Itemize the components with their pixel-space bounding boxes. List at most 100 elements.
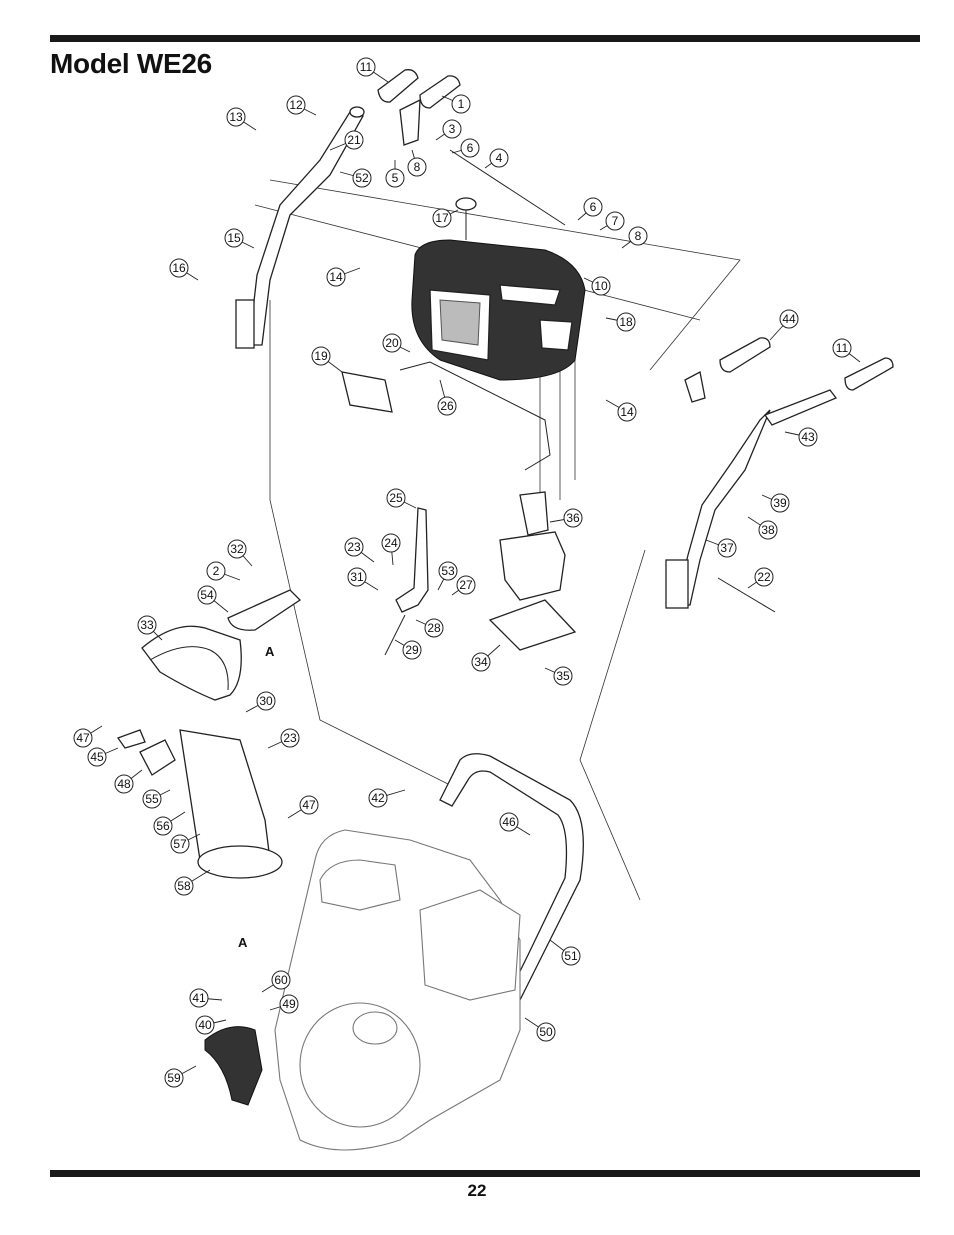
callout-circle	[605, 211, 625, 231]
callout-52: 52	[339, 168, 372, 188]
callout-59: 59	[164, 1065, 197, 1088]
callout-label: 21	[347, 133, 361, 147]
callout-16: 16	[169, 258, 199, 281]
callout-circle	[227, 539, 247, 559]
callout-label: 26	[440, 399, 454, 413]
callout-49: 49	[269, 994, 299, 1014]
control-levers	[399, 98, 706, 403]
callout-circle	[561, 946, 581, 966]
callout-circle	[402, 640, 422, 660]
callout-25: 25	[386, 488, 417, 509]
callout-47: 47	[287, 795, 319, 819]
reference-letter-a: A	[238, 935, 248, 950]
callout-circle	[617, 402, 637, 422]
callout-label: 48	[117, 777, 131, 791]
callout-circle	[553, 666, 573, 686]
callout-circle	[407, 157, 427, 177]
callout-circle	[226, 107, 246, 127]
callout-circle	[153, 816, 173, 836]
chute-base-58	[179, 729, 283, 879]
top-rule	[50, 35, 920, 42]
callout-circle	[499, 812, 519, 832]
callout-circle	[616, 312, 636, 332]
callout-circle	[382, 333, 402, 353]
callout-60: 60	[261, 970, 291, 993]
callout-7: 7	[599, 211, 625, 231]
callout-circle	[471, 652, 491, 672]
callout-circle	[356, 57, 376, 77]
callout-circle	[386, 488, 406, 508]
callout-label: 19	[314, 349, 328, 363]
callout-6: 6	[451, 138, 480, 158]
callout-label: 13	[229, 110, 243, 124]
callout-circle	[279, 994, 299, 1014]
callout-58: 58	[174, 869, 211, 896]
callout-label: 36	[566, 511, 580, 525]
callout-56: 56	[153, 811, 186, 836]
callout-label: 52	[355, 171, 369, 185]
callout-label: 5	[392, 171, 399, 185]
callout-circle	[73, 728, 93, 748]
callout-circle	[456, 575, 476, 595]
callout-23: 23	[267, 728, 300, 749]
bottom-rule	[50, 1170, 920, 1177]
callout-42: 42	[368, 788, 406, 808]
callout-label: 35	[556, 669, 570, 683]
callout-label: 49	[282, 997, 296, 1011]
callout-label: 23	[283, 731, 297, 745]
callout-circle	[164, 1068, 184, 1088]
callout-43: 43	[784, 427, 818, 447]
shift-bracket-25	[395, 507, 429, 613]
callout-label: 27	[459, 578, 473, 592]
callout-circle	[451, 94, 471, 114]
callout-label: 44	[782, 312, 796, 326]
callout-label: 59	[167, 1071, 181, 1085]
callout-label: 1	[458, 97, 465, 111]
callout-label: 56	[156, 819, 170, 833]
callout-11: 11	[832, 338, 861, 363]
callout-circle	[206, 561, 226, 581]
cable-29	[384, 614, 406, 656]
callout-label: 22	[757, 570, 771, 584]
callout-circle	[536, 1022, 556, 1042]
callout-circle	[280, 728, 300, 748]
callout-1: 1	[441, 94, 471, 114]
callout-label: 45	[90, 750, 104, 764]
callout-label: 8	[414, 160, 421, 174]
callout-27: 27	[451, 575, 476, 596]
callout-label: 14	[329, 270, 343, 284]
callout-circle	[770, 493, 790, 513]
callout-label: 47	[76, 731, 90, 745]
callout-29: 29	[394, 639, 422, 660]
callout-circle	[798, 427, 818, 447]
callout-circle	[195, 1015, 215, 1035]
callout-21: 21	[329, 130, 364, 151]
callout-label: 2	[213, 564, 220, 578]
chute-rod-26	[399, 361, 551, 471]
callout-circle	[87, 747, 107, 767]
callout-14: 14	[326, 267, 361, 287]
callout-label: 3	[449, 122, 456, 136]
callout-2: 2	[206, 561, 241, 581]
callout-label: 53	[441, 564, 455, 578]
callout-circle	[754, 567, 774, 587]
callout-8: 8	[621, 226, 648, 249]
engine-assembly	[274, 829, 521, 1151]
callout-23: 23	[344, 537, 375, 563]
callout-12: 12	[286, 95, 317, 116]
rod-22	[717, 577, 776, 613]
callout-circle	[352, 168, 372, 188]
callout-circle	[779, 309, 799, 329]
callout-37: 37	[705, 538, 737, 558]
reference-letter-a: A	[265, 644, 275, 659]
callout-label: 42	[371, 791, 385, 805]
callout-circle	[344, 130, 364, 150]
callout-53: 53	[437, 561, 458, 591]
chute-cap-54	[227, 589, 302, 631]
callout-8: 8	[407, 149, 427, 177]
callout-45: 45	[87, 747, 119, 767]
callout-label: 55	[145, 792, 159, 806]
callout-label: 33	[140, 618, 154, 632]
callout-circle	[271, 970, 291, 990]
